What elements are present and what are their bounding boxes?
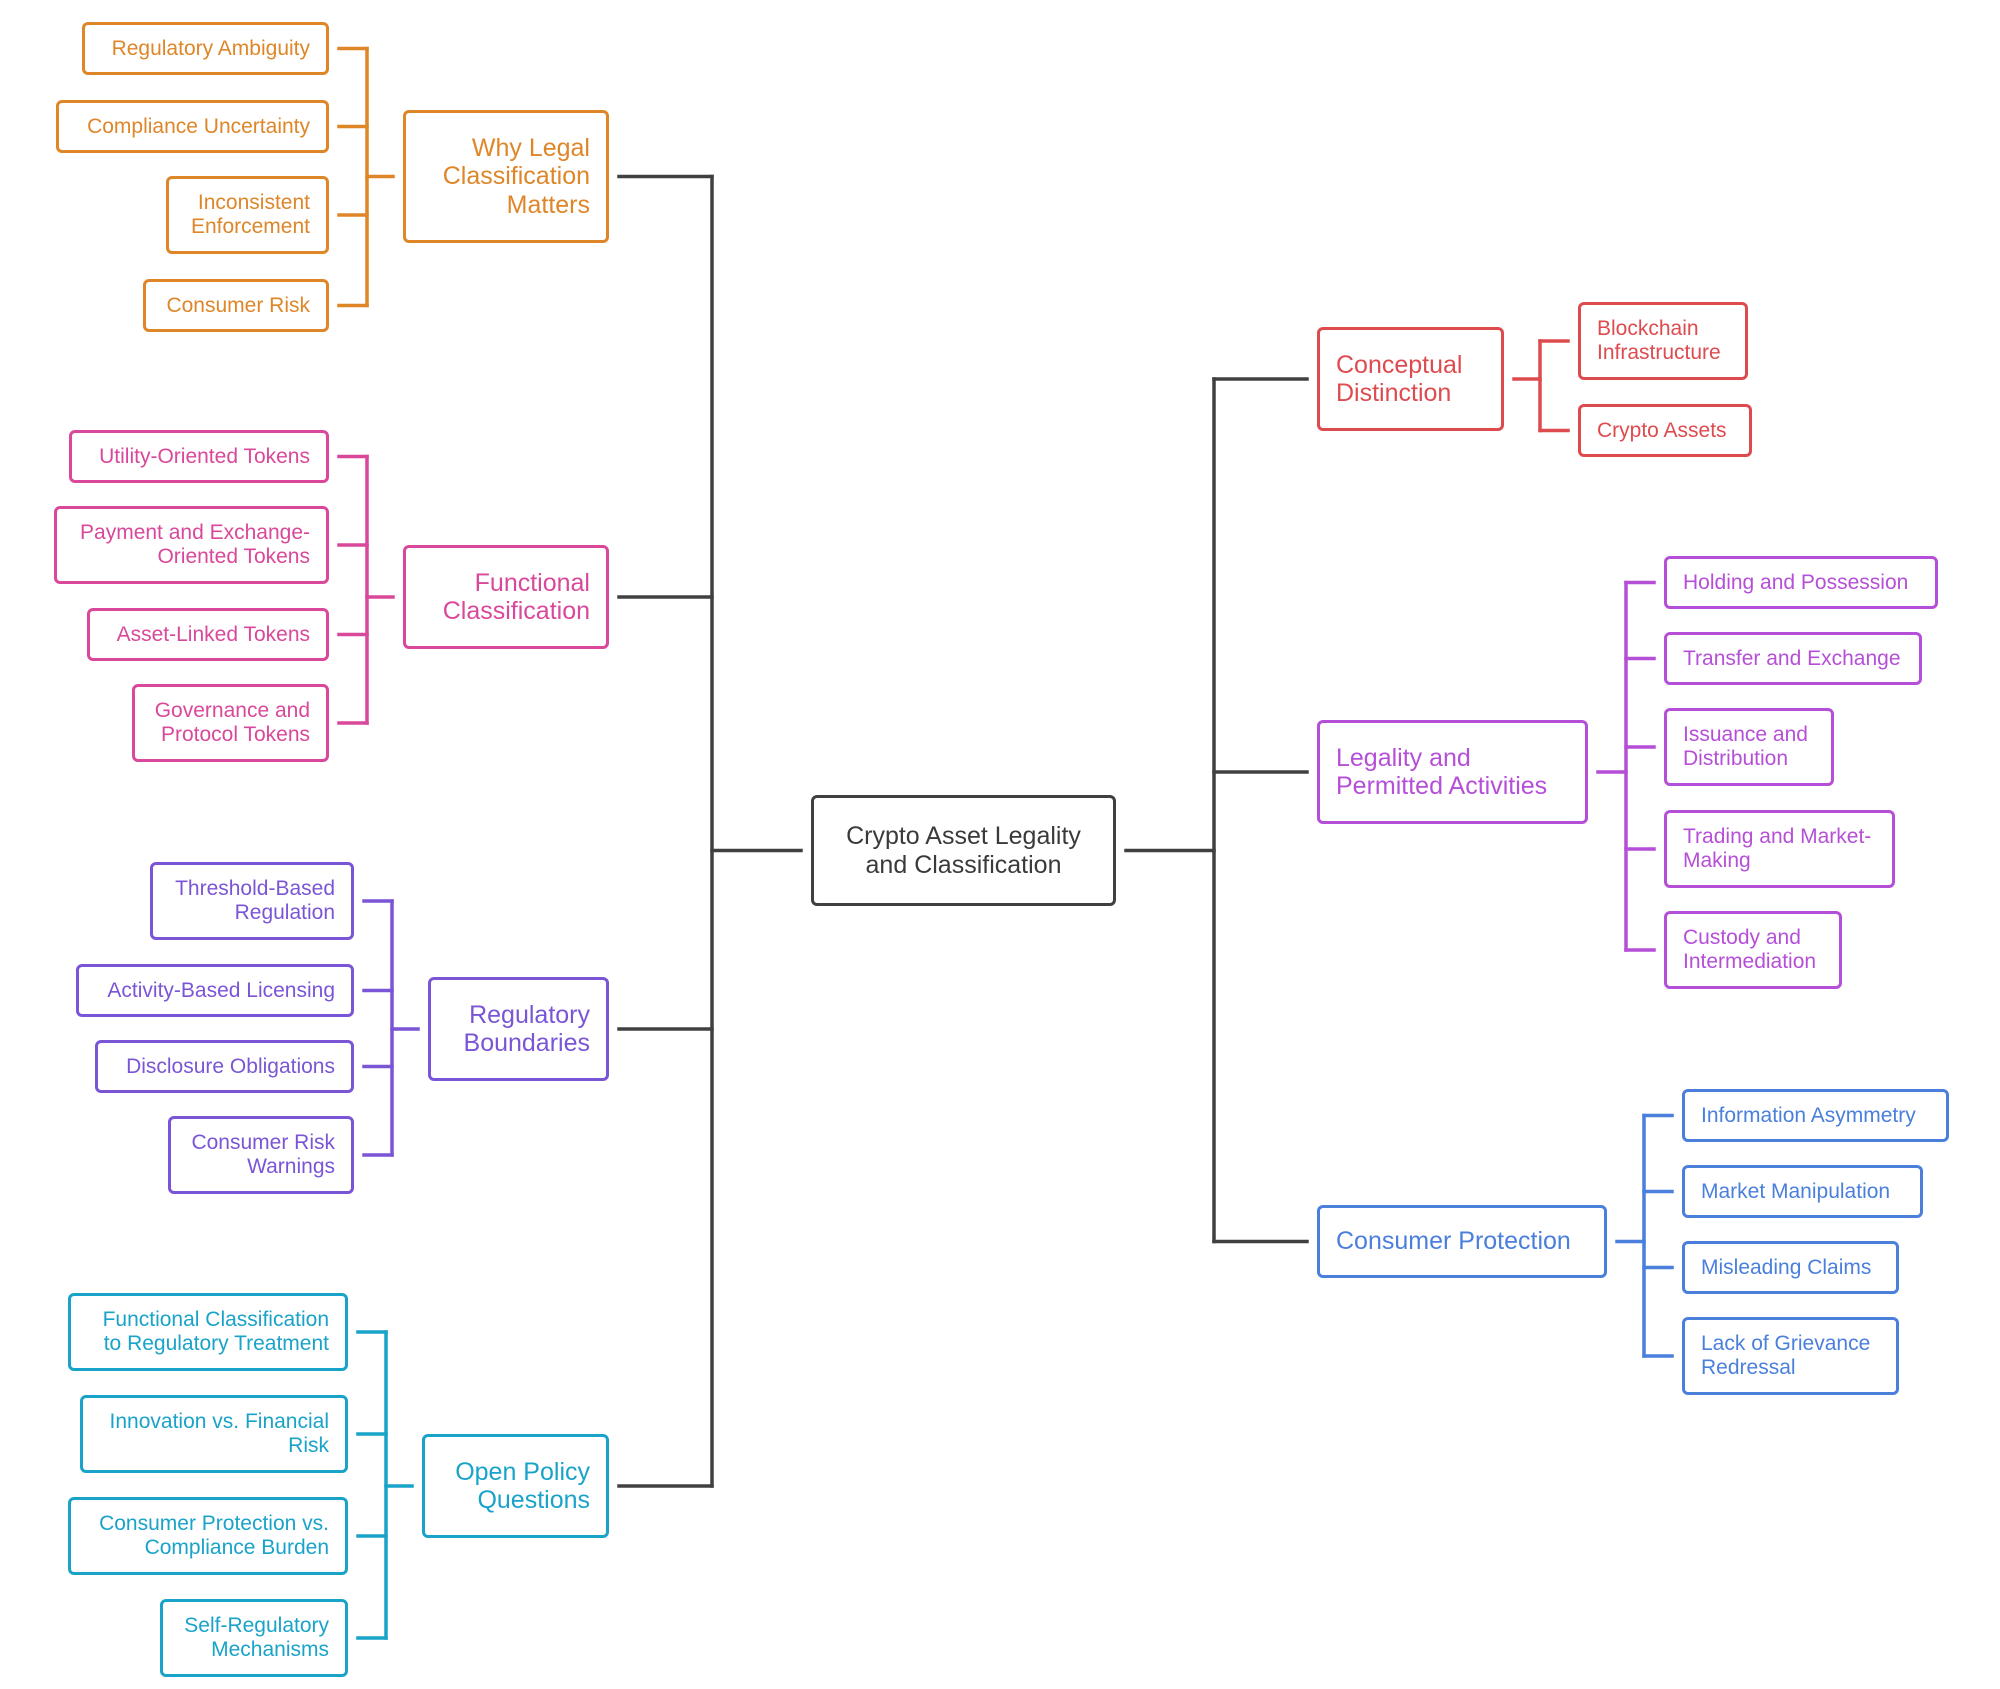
- leaf-label: Market Manipulation: [1701, 1179, 1891, 1203]
- leaf-transfer-exchange[interactable]: Transfer and Exchange: [1664, 632, 1922, 685]
- branch-functional-classification[interactable]: Functional Classification: [403, 545, 609, 649]
- leaf-utility-oriented-tokens[interactable]: Utility-Oriented Tokens: [69, 430, 329, 483]
- leaf-consumer-risk-warnings[interactable]: Consumer Risk Warnings: [168, 1116, 354, 1194]
- leaf-inconsistent-enforcement[interactable]: Inconsistent Enforcement: [166, 176, 329, 254]
- leaf-label: Information Asymmetry: [1701, 1103, 1916, 1127]
- leaf-governance-protocol-tokens[interactable]: Governance and Protocol Tokens: [132, 684, 329, 762]
- leaf-regulatory-ambiguity[interactable]: Regulatory Ambiguity: [82, 22, 329, 75]
- leaf-label: Payment and Exchange-Oriented Tokens: [80, 521, 310, 568]
- branch-open-policy-questions[interactable]: Open Policy Questions: [422, 1434, 609, 1538]
- branch-label: Legality and Permitted Activities: [1336, 743, 1548, 801]
- leaf-grievance-redressal[interactable]: Lack of Grievance Redressal: [1682, 1317, 1899, 1395]
- leaf-protection-vs-burden[interactable]: Consumer Protection vs. Compliance Burde…: [68, 1497, 348, 1575]
- leaf-classification-to-treatment[interactable]: Functional Classification to Regulatory …: [68, 1293, 348, 1371]
- leaf-market-manipulation[interactable]: Market Manipulation: [1682, 1165, 1923, 1218]
- leaf-label: Blockchain Infrastructure: [1597, 317, 1721, 364]
- leaf-trading-market-making[interactable]: Trading and Market-Making: [1664, 810, 1895, 888]
- leaf-label: Misleading Claims: [1701, 1255, 1872, 1279]
- leaf-label: Innovation vs. Financial Risk: [109, 1410, 329, 1457]
- leaf-payment-exchange-tokens[interactable]: Payment and Exchange-Oriented Tokens: [54, 506, 329, 584]
- leaf-label: Issuance and Distribution: [1683, 723, 1808, 770]
- branch-regulatory-boundaries[interactable]: Regulatory Boundaries: [428, 977, 609, 1081]
- leaf-label: Transfer and Exchange: [1683, 646, 1901, 670]
- leaf-activity-based-licensing[interactable]: Activity-Based Licensing: [76, 964, 354, 1017]
- branch-label: Conceptual Distinction: [1336, 350, 1463, 408]
- root-node[interactable]: Crypto Asset Legality and Classification: [811, 795, 1116, 906]
- leaf-label: Disclosure Obligations: [126, 1054, 335, 1078]
- leaf-label: Crypto Assets: [1597, 418, 1727, 442]
- leaf-label: Activity-Based Licensing: [107, 978, 335, 1002]
- leaf-holding-possession[interactable]: Holding and Possession: [1664, 556, 1938, 609]
- leaf-information-asymmetry[interactable]: Information Asymmetry: [1682, 1089, 1949, 1142]
- leaf-crypto-assets[interactable]: Crypto Assets: [1578, 404, 1752, 457]
- leaf-label: Governance and Protocol Tokens: [154, 699, 310, 746]
- leaf-label: Functional Classification to Regulatory …: [102, 1308, 329, 1355]
- leaf-self-regulatory-mechanisms[interactable]: Self-Regulatory Mechanisms: [160, 1599, 348, 1677]
- leaf-label: Compliance Uncertainty: [87, 114, 310, 138]
- root-connectors: [617, 174, 1309, 1488]
- leaf-innovation-vs-risk[interactable]: Innovation vs. Financial Risk: [80, 1395, 348, 1473]
- leaf-label: Asset-Linked Tokens: [116, 622, 310, 646]
- leaf-custody-intermediation[interactable]: Custody and Intermediation: [1664, 911, 1842, 989]
- leaf-compliance-uncertainty[interactable]: Compliance Uncertainty: [56, 100, 329, 153]
- branch-label: Open Policy Questions: [455, 1457, 590, 1515]
- leaf-threshold-based-regulation[interactable]: Threshold-Based Regulation: [150, 862, 354, 940]
- leaf-label: Trading and Market-Making: [1683, 825, 1872, 872]
- leaf-disclosure-obligations[interactable]: Disclosure Obligations: [95, 1040, 354, 1093]
- leaf-issuance-distribution[interactable]: Issuance and Distribution: [1664, 708, 1834, 786]
- leaf-asset-linked-tokens[interactable]: Asset-Linked Tokens: [87, 608, 329, 661]
- branch-connectors: [337, 46, 1674, 1640]
- branch-label: Why Legal Classification Matters: [442, 133, 590, 219]
- leaf-blockchain-infrastructure[interactable]: Blockchain Infrastructure: [1578, 302, 1748, 380]
- branch-label: Consumer Protection: [1336, 1227, 1571, 1256]
- branch-conceptual-distinction[interactable]: Conceptual Distinction: [1317, 327, 1504, 431]
- leaf-label: Self-Regulatory Mechanisms: [184, 1614, 329, 1661]
- leaf-label: Consumer Protection vs. Compliance Burde…: [99, 1512, 329, 1559]
- root-label: Crypto Asset Legality and Classification: [846, 822, 1081, 879]
- leaf-label: Inconsistent Enforcement: [190, 191, 310, 238]
- branch-label: Functional Classification: [442, 568, 590, 626]
- leaf-label: Utility-Oriented Tokens: [99, 444, 310, 468]
- branch-why-legal-classification[interactable]: Why Legal Classification Matters: [403, 110, 609, 243]
- leaf-label: Lack of Grievance Redressal: [1701, 1332, 1871, 1379]
- leaf-label: Threshold-Based Regulation: [175, 877, 335, 924]
- leaf-label: Holding and Possession: [1683, 570, 1909, 594]
- leaf-label: Consumer Risk Warnings: [191, 1131, 335, 1178]
- branch-consumer-protection[interactable]: Consumer Protection: [1317, 1205, 1607, 1278]
- branch-legality-permitted-activities[interactable]: Legality and Permitted Activities: [1317, 720, 1588, 824]
- leaf-label: Custody and Intermediation: [1683, 926, 1817, 973]
- branch-label: Regulatory Boundaries: [463, 1000, 590, 1058]
- leaf-label: Consumer Risk: [166, 293, 310, 317]
- leaf-consumer-risk[interactable]: Consumer Risk: [143, 279, 329, 332]
- leaf-label: Regulatory Ambiguity: [111, 36, 310, 60]
- leaf-misleading-claims[interactable]: Misleading Claims: [1682, 1241, 1899, 1294]
